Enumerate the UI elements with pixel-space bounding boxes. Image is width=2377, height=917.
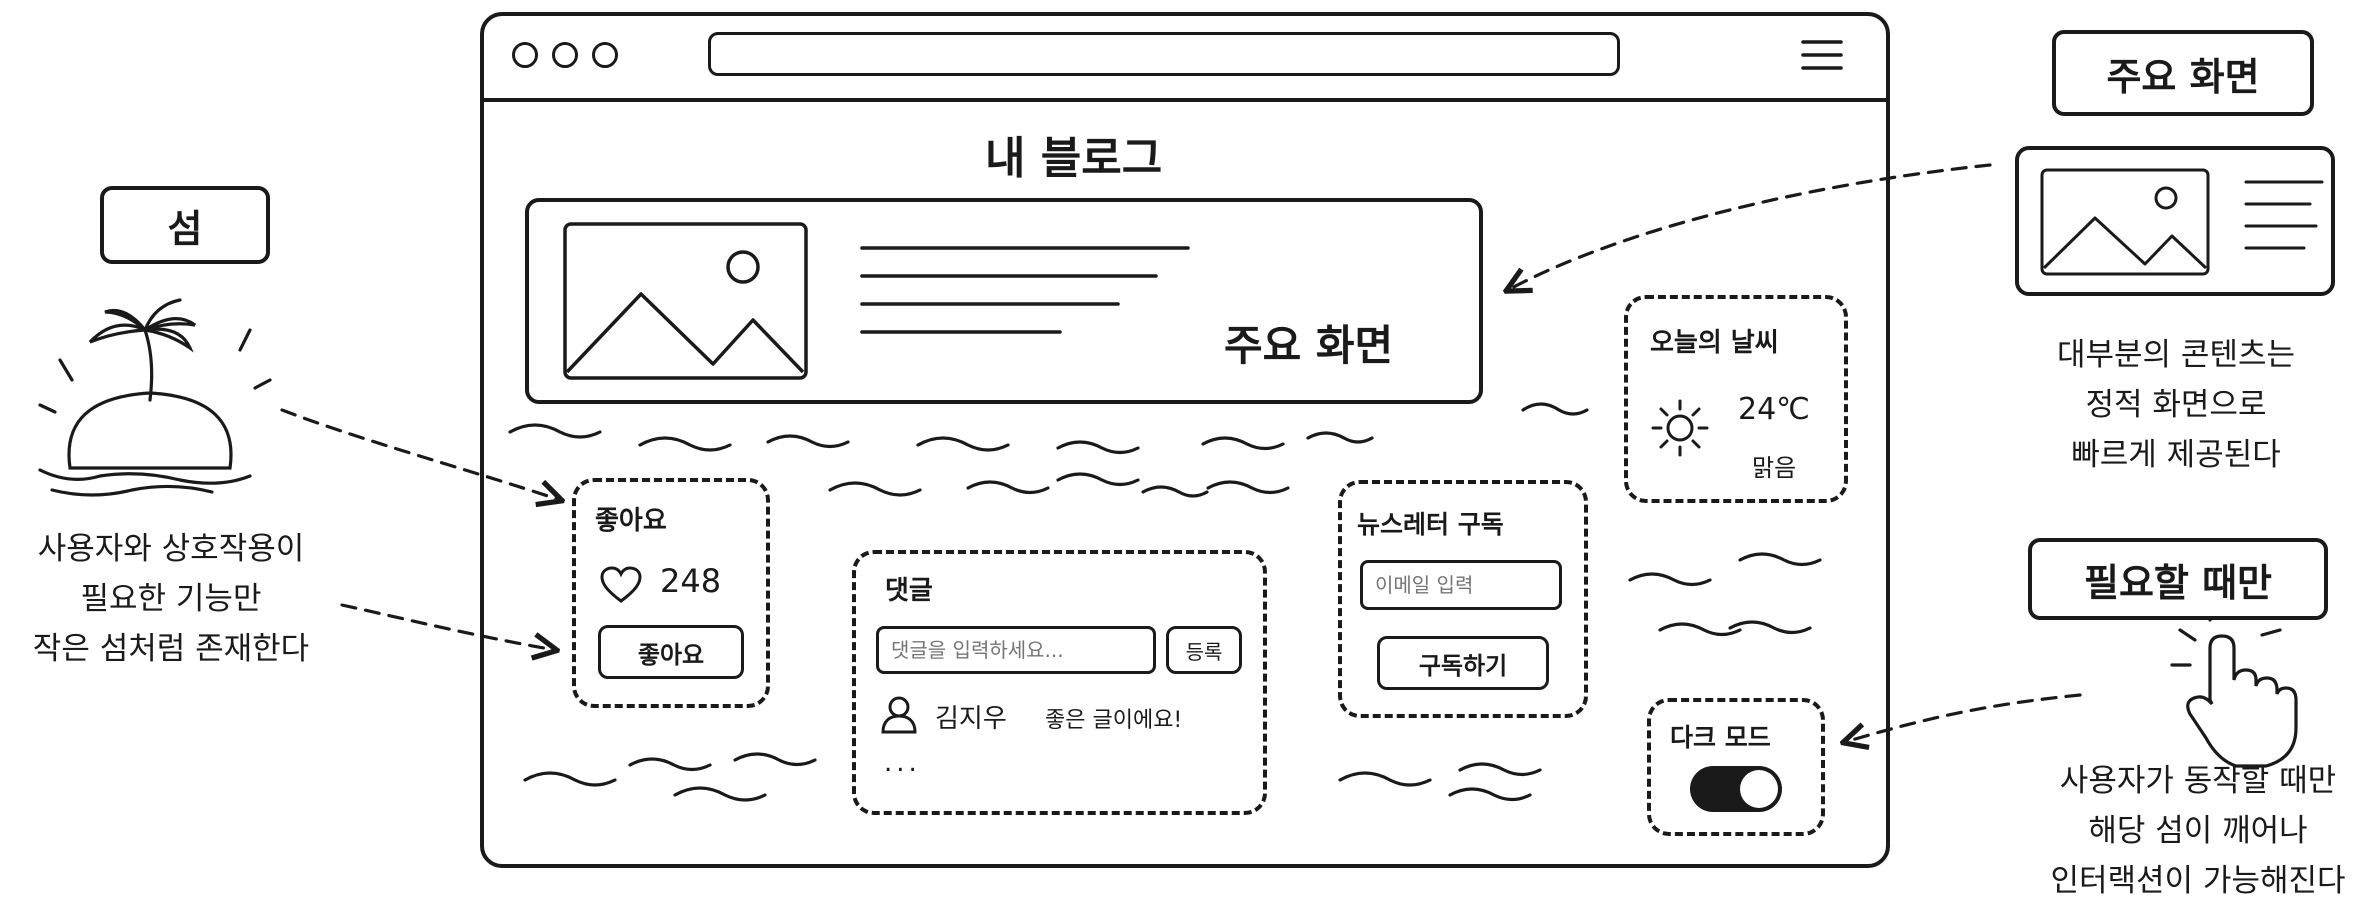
comments-widget — [852, 550, 1267, 815]
mini-image-icon — [2040, 168, 2210, 276]
weather-condition: 맑음 — [1752, 454, 1797, 482]
ondemand-caption-line: 해당 섬이 깨어나 — [2088, 813, 2308, 849]
text-line-placeholder — [860, 244, 1190, 334]
main-caption-line: 빠르게 제공된다 — [2071, 437, 2281, 473]
like-button[interactable]: 좋아요 — [598, 625, 744, 679]
main-screen-caption: 대부분의 콘텐츠는 정적 화면으로 빠르게 제공된다 — [2022, 330, 2330, 480]
window-controls — [512, 42, 618, 68]
address-bar[interactable] — [708, 32, 1620, 76]
user-icon — [880, 694, 918, 734]
comment-input[interactable] — [876, 626, 1156, 674]
window-dot-maximize[interactable] — [592, 42, 618, 68]
comment-more[interactable]: ... — [884, 748, 921, 778]
darkmode-toggle[interactable] — [1690, 766, 1782, 812]
ondemand-caption-line: 사용자가 동작할 때만 — [2059, 763, 2337, 799]
sun-icon — [1650, 398, 1710, 458]
newsletter-title: 뉴스레터 구독 — [1357, 510, 1504, 539]
island-caption-line: 작은 섬처럼 존재한다 — [32, 631, 310, 667]
comments-title: 댓글 — [885, 576, 933, 606]
comment-text: 좋은 글이에요! — [1045, 708, 1183, 733]
menu-icon[interactable] — [1800, 38, 1844, 72]
toggle-knob — [1740, 770, 1778, 808]
ondemand-tag: 필요할 때만 — [2028, 538, 2328, 620]
main-caption-line: 정적 화면으로 — [2085, 387, 2267, 423]
image-placeholder-icon — [563, 222, 808, 380]
mini-text-lines — [2244, 178, 2324, 258]
weather-title: 오늘의 날씨 — [1650, 328, 1779, 358]
newsletter-email-input[interactable] — [1360, 560, 1562, 610]
like-title: 좋아요 — [595, 506, 667, 536]
main-caption-line: 대부분의 콘텐츠는 — [2056, 337, 2295, 373]
like-count: 248 — [660, 562, 722, 600]
island-caption-line: 필요한 기능만 — [80, 581, 262, 617]
comment-author: 김지우 — [935, 704, 1007, 734]
ondemand-caption-line: 인터랙션이 가능해진다 — [2050, 863, 2346, 899]
main-screen-tag: 주요 화면 — [2052, 30, 2314, 116]
main-area-label: 주요 화면 — [1224, 321, 1394, 370]
page-title: 내 블로그 — [985, 133, 1163, 184]
ondemand-caption: 사용자가 동작할 때만 해당 섬이 깨어나 인터랙션이 가능해진다 — [2020, 756, 2376, 906]
comment-submit-button[interactable]: 등록 — [1166, 626, 1242, 674]
weather-temp: 24℃ — [1738, 392, 1810, 427]
arrow-ondemand-to-darkmode — [1845, 693, 2082, 742]
arrow-main-to-hero — [1508, 163, 1992, 290]
browser-window — [480, 12, 1890, 868]
heart-icon — [600, 566, 642, 604]
island-drawing — [38, 298, 272, 497]
arrow-island-to-like — [280, 408, 560, 500]
window-dot-minimize[interactable] — [552, 42, 578, 68]
hand-pointer-icon — [2170, 598, 2298, 768]
subscribe-button[interactable]: 구독하기 — [1377, 636, 1549, 690]
island-tag: 섬 — [100, 186, 270, 264]
island-caption: 사용자와 상호작용이 필요한 기능만 작은 섬처럼 존재한다 — [0, 524, 342, 674]
weather-widget — [1624, 295, 1848, 503]
arrow-island-to-like-button — [340, 603, 555, 650]
darkmode-title: 다크 모드 — [1670, 723, 1771, 752]
island-caption-line: 사용자와 상호작용이 — [37, 531, 305, 567]
main-content-card — [525, 198, 1483, 404]
window-dot-close[interactable] — [512, 42, 538, 68]
